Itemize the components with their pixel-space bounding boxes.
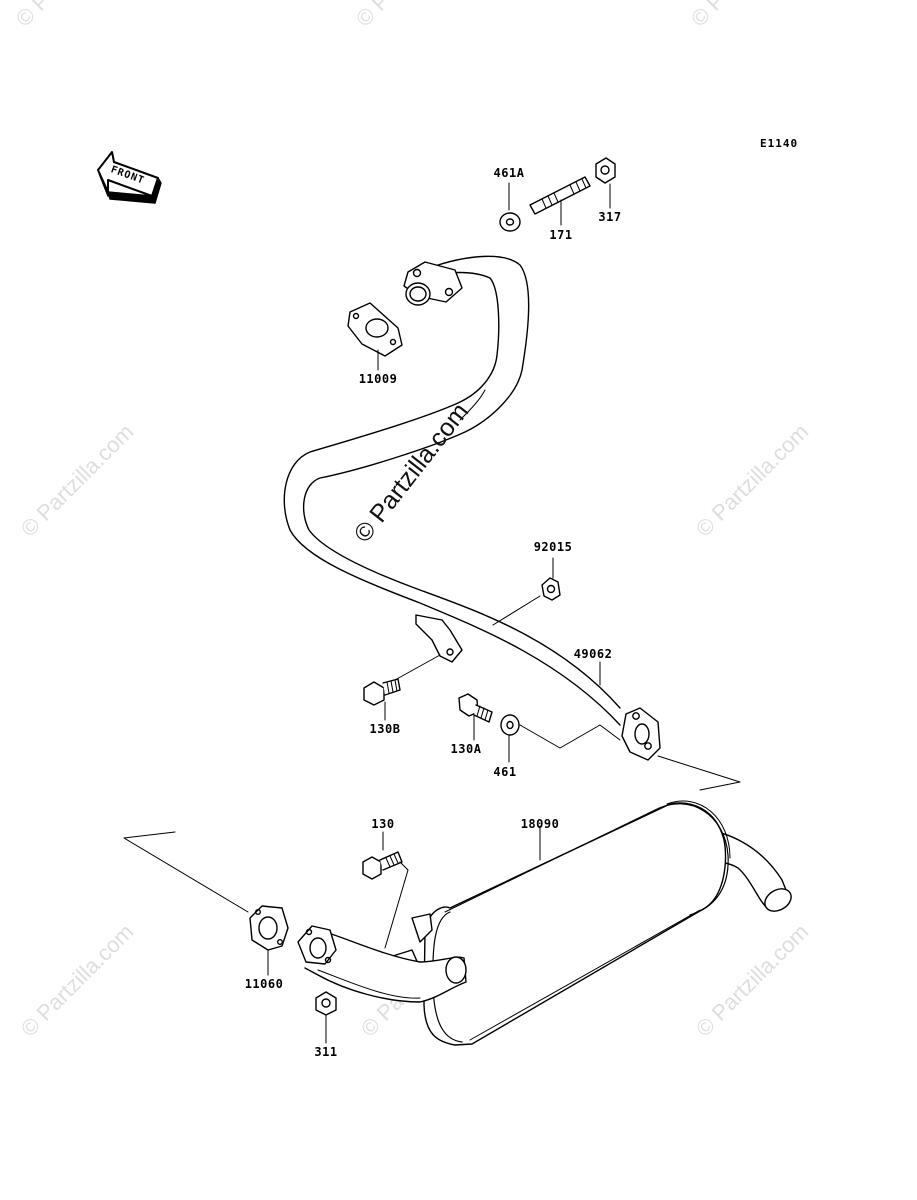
gasket-11060 xyxy=(249,905,289,951)
part-label-461a: 461A xyxy=(493,166,525,180)
nut-92015 xyxy=(541,577,561,601)
bolt-130 xyxy=(362,851,403,880)
washer-461a xyxy=(499,212,521,232)
exhaust-header-pipe xyxy=(283,255,661,761)
washer-461 xyxy=(500,714,520,736)
part-label-130: 130 xyxy=(371,817,395,831)
nut-311 xyxy=(315,991,337,1016)
part-label-461: 461 xyxy=(493,765,517,779)
bolt-130b xyxy=(363,678,401,706)
part-label-11060: 11060 xyxy=(244,977,284,991)
part-label-311: 311 xyxy=(314,1045,338,1059)
part-label-171: 171 xyxy=(549,228,573,242)
part-label-317: 317 xyxy=(598,210,622,224)
leader-lines xyxy=(123,182,741,1044)
stud-171 xyxy=(529,176,591,215)
part-label-92015: 92015 xyxy=(533,540,573,554)
reference-code: E1140 xyxy=(760,137,799,150)
nut-317 xyxy=(595,157,616,184)
part-label-130a: 130A xyxy=(450,742,482,756)
bolt-130a xyxy=(458,693,493,723)
part-label-11009: 11009 xyxy=(358,372,398,386)
part-label-130b: 130B xyxy=(369,722,401,736)
part-label-49062: 49062 xyxy=(573,647,613,661)
front-arrow-icon xyxy=(97,151,162,204)
muffler-18090 xyxy=(297,800,792,1046)
gasket-11009 xyxy=(347,302,403,357)
part-label-18090: 18090 xyxy=(520,817,560,831)
